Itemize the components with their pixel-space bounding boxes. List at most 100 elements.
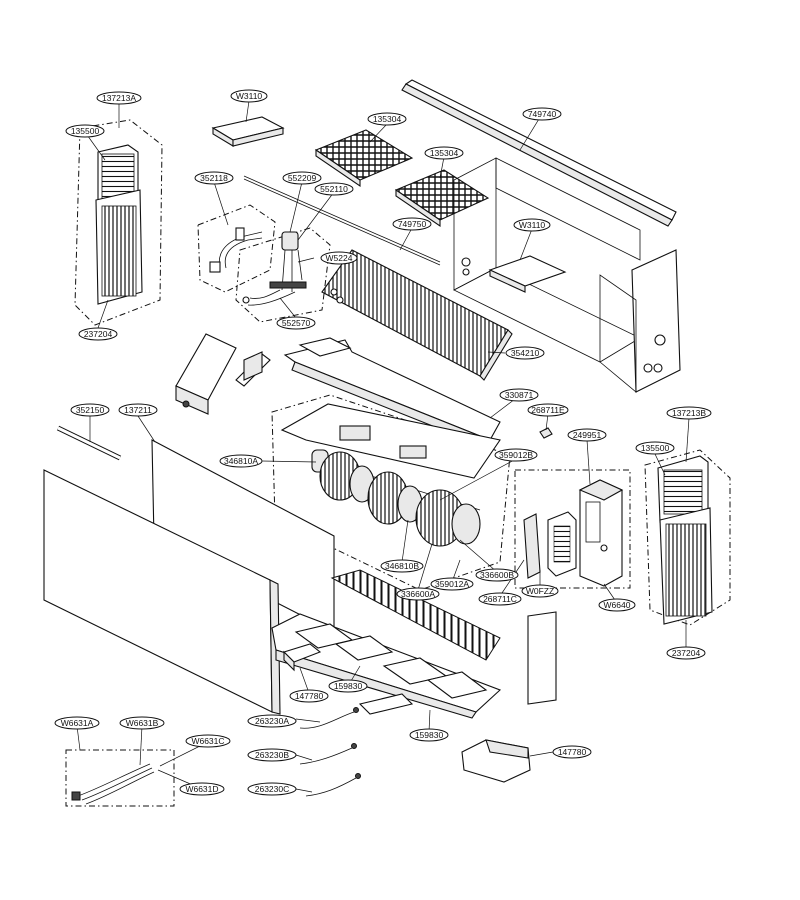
thermistor-cable-b [299, 743, 357, 765]
part-label-268711e[interactable]: 268711E [527, 403, 569, 417]
part-label-w6631d[interactable]: W6631D [179, 782, 225, 796]
group-outline-control-box [514, 469, 631, 589]
svg-text:263230B: 263230B [255, 750, 289, 760]
svg-text:336600B: 336600B [480, 570, 514, 580]
svg-text:147780: 147780 [295, 691, 324, 701]
svg-text:135304: 135304 [373, 114, 402, 124]
thermistor-cable-c [305, 773, 361, 797]
wiring-harness [71, 763, 155, 805]
svg-text:268711C: 268711C [483, 594, 517, 604]
part-label-135304-second[interactable]: 135304 [424, 146, 464, 160]
part-label-159830-first[interactable]: 159830 [328, 679, 368, 693]
part-label-552570[interactable]: 552570 [276, 316, 316, 330]
svg-text:159830: 159830 [415, 730, 444, 740]
part-label-359012a[interactable]: 359012A [430, 577, 474, 591]
part-label-w3110-top[interactable]: W3110 [230, 89, 268, 103]
svg-text:552570: 552570 [282, 318, 311, 328]
part-label-352150[interactable]: 352150 [70, 403, 110, 417]
part-label-336600b[interactable]: 336600B [475, 568, 519, 582]
svg-text:W5224: W5224 [326, 253, 353, 263]
top-grille-2 [394, 169, 490, 228]
part-label-354210[interactable]: 354210 [505, 346, 545, 360]
svg-text:147780: 147780 [558, 747, 587, 757]
blower-wheel-3 [415, 489, 481, 547]
rear-chassis-frame [453, 157, 681, 393]
terminal-board [523, 513, 541, 579]
part-label-263230b[interactable]: 263230B [247, 748, 297, 762]
part-label-249951[interactable]: 249951 [567, 428, 607, 442]
svg-text:W6640: W6640 [604, 600, 631, 610]
group-outline-wiring-harness [65, 749, 175, 807]
part-label-137213a[interactable]: 137213A [96, 91, 142, 105]
part-label-135304-first[interactable]: 135304 [367, 112, 407, 126]
motor-valve-assembly [242, 231, 307, 306]
bracket-bottom-left [282, 643, 322, 672]
support-bracket-bottom [461, 739, 531, 783]
part-label-w3110-right[interactable]: W3110 [513, 218, 551, 232]
svg-text:237204: 237204 [84, 329, 113, 339]
part-label-159830-second[interactable]: 159830 [409, 728, 449, 742]
bracket-plate [235, 351, 271, 387]
part-label-w6631b[interactable]: W6631B [119, 716, 165, 730]
part-label-w6640[interactable]: W6640 [598, 598, 636, 612]
part-label-359012b[interactable]: 359012B [494, 448, 538, 462]
part-label-w0fzz[interactable]: W0FZZ [521, 584, 559, 598]
part-label-263230a[interactable]: 263230A [247, 714, 297, 728]
part-label-147780-right[interactable]: 147780 [552, 745, 592, 759]
svg-text:346810B: 346810B [385, 561, 419, 571]
svg-text:135500: 135500 [71, 126, 100, 136]
top-grille-1 [314, 129, 414, 188]
part-label-749750[interactable]: 749750 [392, 217, 432, 231]
part-label-268711c[interactable]: 268711C [478, 592, 522, 606]
svg-text:159830: 159830 [334, 681, 363, 691]
part-label-346810a[interactable]: 346810A [219, 454, 263, 468]
part-label-336600a[interactable]: 336600A [396, 587, 440, 601]
control-box [578, 479, 624, 587]
part-label-346810b[interactable]: 346810B [380, 559, 424, 573]
group-outline-valve [197, 204, 276, 293]
svg-text:W6631D: W6631D [185, 784, 218, 794]
thermistor-sensor [539, 427, 553, 439]
long-pipe [243, 175, 441, 266]
part-label-749740[interactable]: 749740 [522, 107, 562, 121]
part-label-w5224[interactable]: W5224 [320, 251, 358, 265]
part-label-552209[interactable]: 552209 [282, 171, 322, 185]
svg-text:359012A: 359012A [435, 579, 469, 589]
right-filter-assembly [657, 455, 713, 625]
shaft-rod [56, 425, 122, 461]
svg-text:330871: 330871 [505, 390, 534, 400]
part-label-135500-right[interactable]: 135500 [635, 441, 675, 455]
part-label-137213b[interactable]: 137213B [666, 406, 712, 420]
part-label-552110[interactable]: 552110 [314, 182, 354, 196]
svg-text:263230C: 263230C [255, 784, 290, 794]
svg-text:W6631A: W6631A [61, 718, 94, 728]
side-panel-right [527, 611, 557, 705]
svg-text:352118: 352118 [200, 173, 228, 183]
rear-rail [401, 79, 677, 227]
part-label-137211[interactable]: 137211 [118, 403, 158, 417]
part-label-w6631a[interactable]: W6631A [54, 716, 100, 730]
group-outline-right-filter [644, 449, 731, 626]
part-label-237204-left[interactable]: 237204 [78, 327, 118, 341]
svg-text:135500: 135500 [641, 443, 670, 453]
part-label-147780-left[interactable]: 147780 [289, 689, 329, 703]
svg-text:W6631B: W6631B [126, 718, 159, 728]
part-label-135500-left[interactable]: 135500 [65, 124, 105, 138]
svg-text:268711E: 268711E [531, 405, 565, 415]
part-label-237204-right[interactable]: 237204 [666, 646, 706, 660]
part-label-330871[interactable]: 330871 [499, 388, 539, 402]
drain-tray-right [488, 255, 567, 293]
svg-text:354210: 354210 [511, 348, 540, 358]
svg-text:137211: 137211 [124, 405, 152, 415]
part-label-352118[interactable]: 352118 [194, 171, 234, 185]
drain-tray-top [211, 116, 285, 147]
part-label-263230c[interactable]: 263230C [247, 782, 297, 796]
leader-lines [76, 100, 690, 793]
left-filter-assembly [95, 144, 143, 305]
part-label-w6631c[interactable]: W6631C [185, 734, 231, 748]
svg-text:137213B: 137213B [672, 408, 706, 418]
blower-wheel-2 [367, 471, 423, 525]
svg-text:W6631C: W6631C [191, 736, 224, 746]
svg-text:W3110: W3110 [236, 91, 263, 101]
svg-text:552110: 552110 [320, 184, 348, 194]
